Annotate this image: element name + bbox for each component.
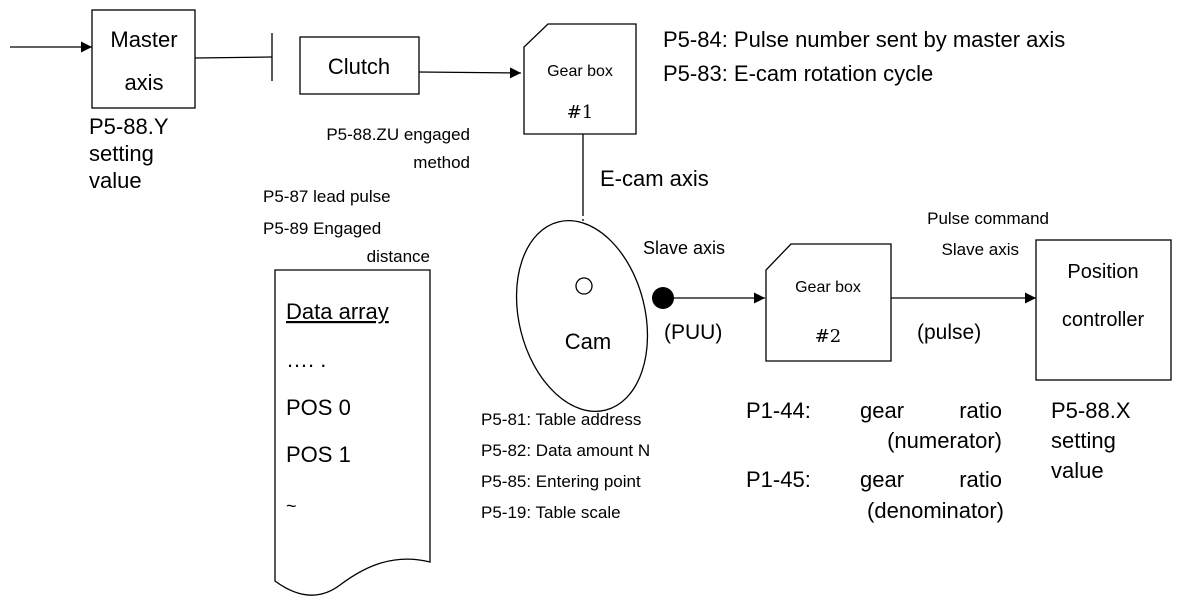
p5-88-x-line2: setting [1051, 428, 1116, 453]
clutch-param-line2: method [413, 153, 470, 172]
p5-88-x-line1: P5-88.X [1051, 398, 1131, 423]
pulse-command-label: Pulse command [927, 209, 1049, 228]
data-array-row-0: …. . [286, 347, 326, 372]
clutch-label: Clutch [328, 54, 390, 79]
clutch-to-gearbox1-arrow [418, 67, 522, 79]
cam-center-icon [575, 277, 593, 295]
clutch-param-line1: P5-88.ZU engaged [326, 125, 470, 144]
gearbox-2-number: #2 [815, 326, 842, 347]
p5-88-y-line2: setting [89, 141, 154, 166]
p5-88-x-line3: value [1051, 458, 1104, 483]
table-param-p5-81: P5-81: Table address [481, 410, 641, 429]
gear-ratio-p1-45-param: P1-45: [746, 467, 811, 492]
clutch-param-line5: distance [367, 247, 430, 266]
gearbox1-param-p5-84: P5-84: Pulse number sent by master axis [663, 27, 1065, 52]
ecam-axis-label: E-cam axis [600, 166, 709, 191]
gear-ratio-p1-44-word2: ratio [959, 398, 1002, 423]
position-controller-block: Position controller [1035, 239, 1172, 381]
gearbox-2-title: Gear box [795, 279, 861, 296]
master-axis-label-line1: Master [110, 27, 177, 52]
p5-88-y-line1: P5-88.Y [89, 114, 169, 139]
gear-ratio-p1-45-word2: ratio [959, 467, 1002, 492]
master-to-clutch-line [194, 56, 273, 59]
master-axis-block: Master axis [91, 9, 196, 109]
cam-block: Cam [515, 220, 649, 412]
position-controller-line2: controller [1062, 309, 1145, 331]
master-axis-label-line2: axis [124, 70, 163, 95]
data-array-row-1: POS 0 [286, 395, 351, 420]
gearbox1-param-p5-83: P5-83: E-cam rotation cycle [663, 61, 933, 86]
gearbox-1-number: #1 [567, 102, 594, 123]
gearbox-1-block: Gear box #1 [523, 23, 637, 135]
pulse-command-slave-label: Slave axis [942, 240, 1019, 259]
gear-ratio-p1-45-paren: (denominator) [867, 498, 1004, 523]
clutch-block: Clutch [299, 36, 420, 95]
cam-label: Cam [565, 329, 611, 354]
table-param-p5-19: P5-19: Table scale [481, 503, 621, 522]
position-controller-line1: Position [1067, 261, 1138, 283]
gearbox-1-title: Gear box [547, 63, 613, 80]
gear-ratio-p1-44-word1: gear [860, 398, 904, 423]
clutch-param-line4: P5-89 Engaged [263, 219, 381, 238]
gearbox-2-block: Gear box #2 [765, 243, 892, 362]
pulse-label: (pulse) [917, 321, 981, 344]
puu-label: (PUU) [664, 321, 722, 344]
gear-ratio-p1-44-paren: (numerator) [887, 428, 1002, 453]
table-param-p5-85: P5-85: Entering point [481, 472, 641, 491]
data-array-title: Data array [286, 299, 389, 324]
slave-axis-label: Slave axis [643, 238, 725, 258]
p5-88-y-line3: value [89, 168, 142, 193]
clutch-param-line3: P5-87 lead pulse [263, 187, 391, 206]
table-param-p5-82: P5-82: Data amount N [481, 441, 650, 460]
data-array-row-2: POS 1 [286, 442, 351, 467]
gear-ratio-p1-45-word1: gear [860, 467, 904, 492]
data-array-document: Data array …. . POS 0 POS 1 ~ [274, 269, 431, 596]
data-array-row-3: ~ [286, 496, 297, 516]
gear-ratio-p1-44-param: P1-44: [746, 398, 811, 423]
